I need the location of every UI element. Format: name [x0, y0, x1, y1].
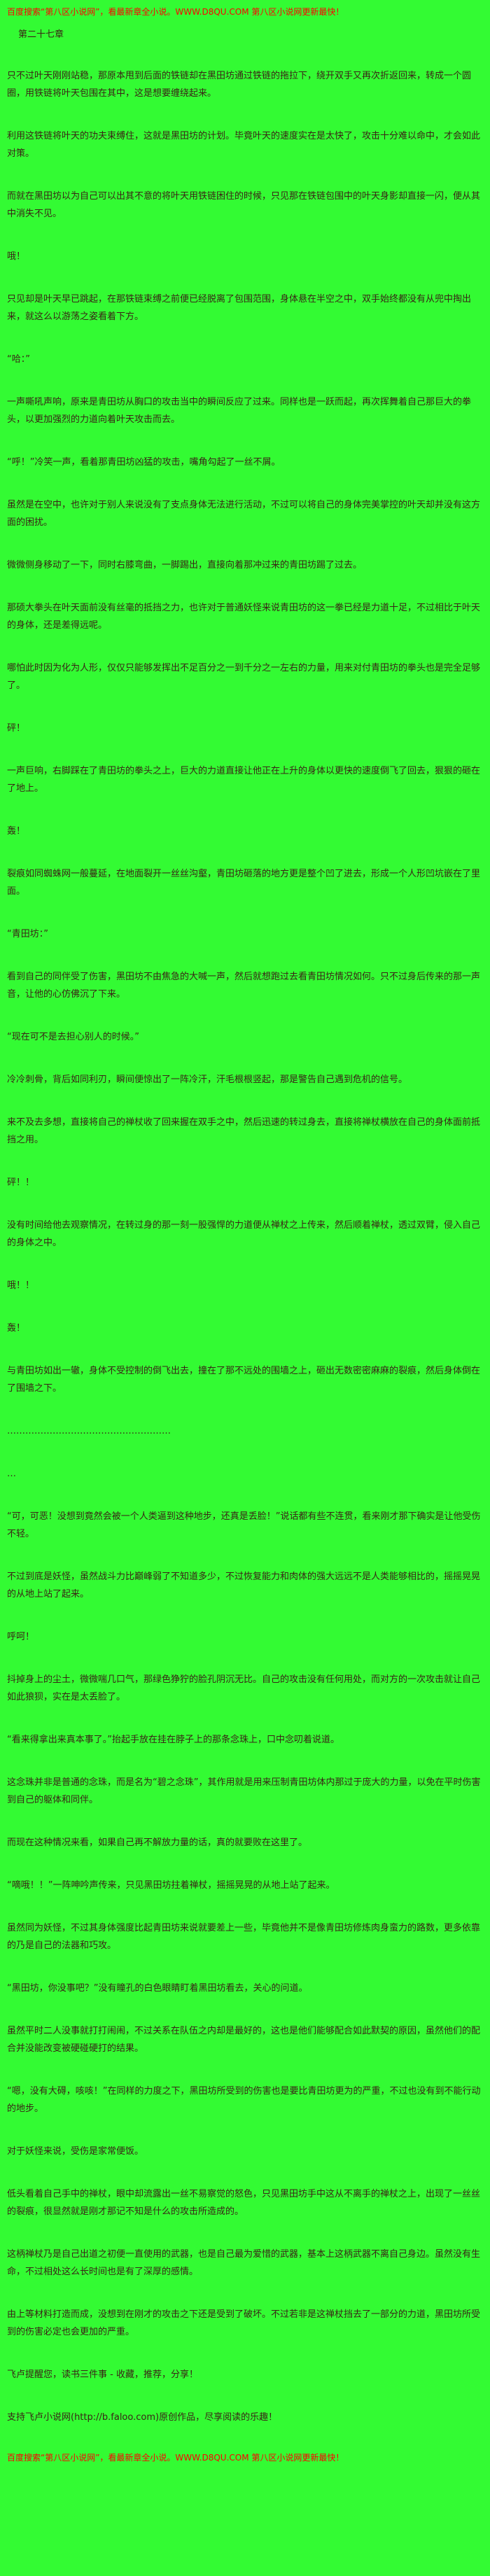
chapter-paragraph: 哦！！ [7, 1280, 35, 1291]
chapter-content: 只不过叶天刚刚站稳，那原本甩到后面的铁链却在黑田坊通过铁链的拖拉下，绕开双手又再… [7, 67, 483, 2341]
chapter-paragraph: 微微侧身移动了一下，同时右膝弯曲，一脚踢出，直接向着那冲过来的青田坊踢了过去。 [7, 560, 363, 570]
chapter-paragraph: 一声巨响，右脚踩在了青田坊的拳头之上，巨大的力道直接让他正在上升的身体以更快的速… [7, 766, 481, 794]
chapter-paragraph: 这念珠并非是普通的念珠，而是名为“碧之念珠”，其作用就是用来压制青田坊体内那过于… [7, 1777, 481, 1805]
chapter-title: 第二十七章 [18, 29, 64, 40]
chapter-paragraph: “黑田坊，你没事吧？”没有瞳孔的白色眼睛盯着黑田坊看去，关心的问道。 [7, 1983, 308, 1994]
chapter-paragraph: 呼呵！ [7, 1632, 35, 1642]
chapter-paragraph: 不过到底是妖怪，虽然战斗力比巅峰弱了不知道多少，不过恢复能力和肉体的强大远远不是… [7, 1572, 481, 1600]
chapter-paragraph: … [7, 1469, 16, 1479]
chapter-paragraph: 而就在黑田坊以为自己可以出其不意的将叶天用铁链困住的时候，只见那在铁链包围中的叶… [7, 191, 481, 219]
chapter-paragraph: 哦！ [7, 251, 26, 262]
chapter-paragraph: “青田坊：” [7, 929, 48, 939]
chapter-paragraph: 砰！ [7, 723, 26, 734]
support-site-line: 支持飞卢小说网(http://b.faloo.com)原创作品，尽享阅读的乐趣！ [7, 2412, 278, 2423]
chapter-paragraph: “可，可恶！没想到竟然会被一个人类逼到这种地步，还真是丢脸！”说话都有些不连贯，… [7, 1511, 481, 1539]
chapter-paragraph: 只不过叶天刚刚站稳，那原本甩到后面的铁链却在黑田坊通过铁链的拖拉下，绕开双手又再… [7, 71, 472, 99]
chapter-paragraph: 来不及去多想，直接将自己的禅杖收了回来握在双手之中，然后迅速的转过身去，直接将禅… [7, 1117, 481, 1145]
reading-tip-line: 飞卢提醒您，读书三件事 - 收藏，推荐，分享！ [7, 2370, 198, 2380]
chapter-paragraph: “看来得拿出来真本事了。”抬起手放在挂在脖子上的那条念珠上，口中念叨着说道。 [7, 1735, 340, 1745]
chapter-paragraph: 虽然同为妖怪，不过其身体强度比起青田坊来说就要差上一些，毕竟他并不是像青田坊修炼… [7, 1923, 481, 1951]
chapter-paragraph: 虽然是在空中，也许对于别人来说没有了支点身体无法进行活动，不过可以将自己的身体完… [7, 500, 481, 528]
chapter-paragraph: 那硕大拳头在叶天面前没有丝毫的抵挡之力，也许对于普通妖怪来说青田坊的这一拳已经是… [7, 603, 481, 631]
chapter-paragraph: 这柄禅杖乃是自己出道之初便一直使用的武器，也是自己最为爱惜的武器，基本上这柄武器… [7, 2249, 481, 2277]
top-site-notice: 百度搜索“第八区小说网”，看最新章全小说。WWW.D8QU.COM 第八区小说网… [7, 7, 344, 17]
chapter-paragraph: 由上等材料打造而成，没想到在刚才的攻击之下还是受到了破坏。不过若非是这禅杖挡去了… [7, 2309, 481, 2337]
chapter-paragraph: 低头看着自己手中的禅杖，眼中却流露出一丝不易察觉的怒色，只见黑田坊手中这从不离手… [7, 2189, 481, 2217]
chapter-paragraph: 裂痕如同蜘蛛网一般蔓延，在地面裂开一丝丝沟壑，青田坊砸落的地方更是整个凹了进去，… [7, 869, 481, 897]
chapter-paragraph: 哪怕此时因为化为人形，仅仅只能够发挥出不足百分之一到千分之一左右的力量，用来对付… [7, 663, 481, 691]
chapter-paragraph: “嗯，没有大碍，咳咳！”在同样的力度之下，黑田坊所受到的伤害也是要比青田坊更为的… [7, 2086, 481, 2114]
chapter-paragraph: 没有时间给他去观察情况，在转过身的那一刻一股强悍的力道便从禅杖之上传来，然后顺着… [7, 1220, 481, 1248]
chapter-paragraph: “哈：” [7, 354, 30, 365]
chapter-paragraph: ……………………………………………… [7, 1426, 171, 1436]
chapter-paragraph: 看到自己的同伴受了伤害，黑田坊不由焦急的大喊一声，然后就想跑过去看青田坊情况如何… [7, 972, 481, 1000]
chapter-paragraph: 抖掉身上的尘土，微微喘几口气，那绿色狰狞的脸孔阴沉无比。自己的攻击没有任何用处，… [7, 1674, 481, 1702]
chapter-paragraph: 只见却是叶天早已跳起，在那铁链束缚之前便已经脱离了包围范围，身体悬在半空之中，双… [7, 294, 472, 322]
chapter-paragraph: 与青田坊如出一辙，身体不受控制的倒飞出去，撞在了那不远处的围墙之上，砸出无数密密… [7, 1366, 481, 1394]
chapter-paragraph: 虽然平时二人没事就打打闹闹，不过关系在队伍之内却是最好的，这也是他们能够配合如此… [7, 2026, 481, 2054]
chapter-paragraph: “嘀哦！！”一阵呻吟声传来，只见黑田坊拄着禅杖，摇摇晃晃的从地上站了起来。 [7, 1880, 335, 1891]
chapter-paragraph: 轰！ [7, 826, 26, 836]
bottom-site-notice: 百度搜索“第八区小说网”，看最新章全小说。WWW.D8QU.COM 第八区小说网… [7, 2453, 344, 2463]
chapter-paragraph: “呼！”冷笑一声，看着那青田坊凶猛的攻击，嘴角勾起了一丝不屑。 [7, 457, 281, 468]
chapter-paragraph: 砰！！ [7, 1177, 35, 1188]
chapter-paragraph: 利用这铁链将叶天的功夫束缚住，这就是黑田坊的计划。毕竟叶天的速度实在是太快了，攻… [7, 131, 481, 159]
chapter-paragraph: 而现在这种情况来看，如果自己再不解放力量的话，真的就要败在这里了。 [7, 1837, 308, 1848]
chapter-paragraph: 冷冷刺骨，背后如同利刃，瞬间便惊出了一阵冷汗，汗毛根根竖起，那是警告自己遇到危机… [7, 1074, 408, 1085]
novel-reader-page: 百度搜索“第八区小说网”，看最新章全小说。WWW.D8QU.COM 第八区小说网… [7, 7, 483, 2463]
chapter-paragraph: 一声嘶吼声响，原来是青田坊从胸口的攻击当中的瞬间反应了过来。同样也是一跃而起，再… [7, 397, 472, 425]
chapter-paragraph: 对于妖怪来说，受伤是家常便饭。 [7, 2146, 144, 2157]
chapter-paragraph: 轰！ [7, 1323, 26, 1334]
chapter-paragraph: “现在可不是去担心别人的时候。” [7, 1032, 139, 1042]
